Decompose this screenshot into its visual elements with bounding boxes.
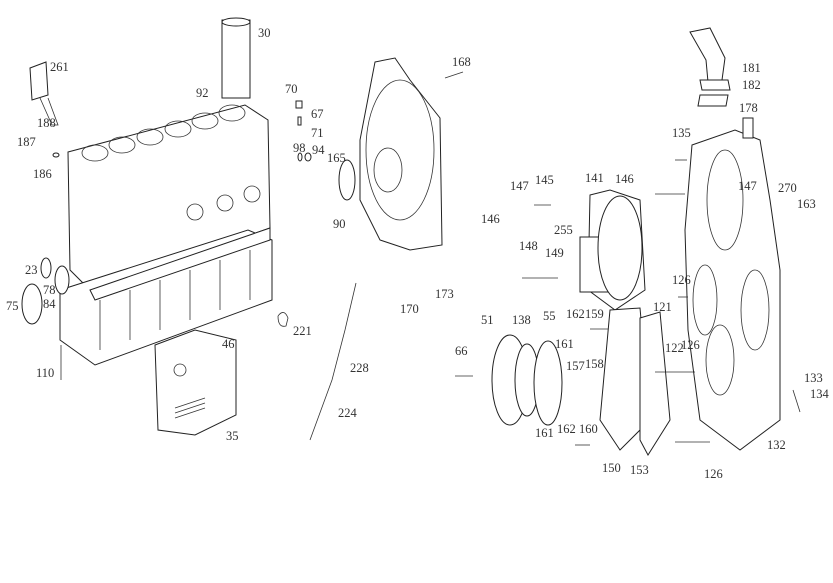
bolt-71 (297, 116, 302, 126)
part-label-135: 135 (672, 126, 691, 140)
part-label-55: 55 (543, 309, 556, 323)
part-label-147: 147 (738, 179, 757, 193)
part-label-147: 147 (510, 179, 529, 193)
part-label-146: 146 (615, 172, 634, 186)
part-label-161: 161 (555, 337, 574, 351)
ring-78 (54, 265, 70, 295)
part-label-261: 261 (50, 60, 69, 74)
part-label-67: 67 (311, 107, 324, 121)
gasket-153 (639, 311, 671, 456)
gear-housing (684, 117, 781, 451)
part-label-35: 35 (226, 429, 239, 443)
cover-plate-150 (599, 307, 651, 451)
part-label-148: 148 (519, 239, 538, 253)
dipstick (309, 282, 357, 441)
part-label-160: 160 (579, 422, 598, 436)
part-label-224: 224 (338, 406, 358, 420)
part-label-46: 46 (222, 337, 235, 351)
oil-seal-90 (338, 159, 356, 201)
part-label-188: 188 (37, 116, 56, 130)
elbow-221 (277, 312, 289, 327)
part-label-162: 162 (557, 422, 576, 436)
seal-ring-75 (21, 283, 43, 325)
part-label-75: 75 (6, 299, 19, 313)
part-label-149: 149 (545, 246, 564, 260)
part-label-78: 78 (43, 283, 56, 297)
part-label-84: 84 (43, 297, 56, 311)
part-label-168: 168 (452, 55, 471, 69)
part-label-187: 187 (17, 135, 36, 149)
part-label-159: 159 (585, 307, 604, 321)
thermostat-housing (689, 27, 731, 107)
part-label-92: 92 (196, 86, 209, 100)
part-label-145: 145 (535, 173, 554, 187)
part-label-186: 186 (33, 167, 52, 181)
plug-94 (304, 152, 312, 162)
oil-cooler-pipe (29, 61, 59, 126)
oil-pan (154, 329, 237, 436)
part-label-255: 255 (554, 223, 573, 237)
plug-67 (295, 100, 303, 109)
cylinder-liner (221, 17, 251, 99)
bushing-23 (40, 257, 52, 279)
gasket-141 (597, 195, 643, 301)
oring-186 (52, 152, 60, 158)
part-label-162: 162 (566, 307, 585, 321)
part-label-51: 51 (481, 313, 494, 327)
part-label-126: 126 (704, 467, 723, 481)
part-label-122: 122 (665, 341, 684, 355)
part-label-270: 270 (778, 181, 797, 195)
part-label-98: 98 (293, 141, 306, 155)
part-label-132: 132 (767, 438, 786, 452)
fasteners (455, 159, 801, 446)
part-label-150: 150 (602, 461, 621, 475)
part-label-228: 228 (350, 361, 369, 375)
engine-block (59, 104, 273, 366)
part-label-170: 170 (400, 302, 419, 316)
part-label-90: 90 (333, 217, 346, 231)
part-label-146: 146 (481, 212, 500, 226)
part-label-66: 66 (455, 344, 468, 358)
part-label-126: 126 (681, 338, 700, 352)
flywheel-housing (359, 57, 443, 251)
part-label-158: 158 (585, 357, 604, 371)
part-label-30: 30 (258, 26, 271, 40)
part-label-165: 165 (327, 151, 346, 165)
part-label-71: 71 (311, 126, 324, 140)
part-label-153: 153 (630, 463, 649, 477)
part-label-163: 163 (797, 197, 816, 211)
part-label-110: 110 (36, 366, 54, 380)
part-label-133: 133 (804, 371, 823, 385)
part-label-121: 121 (653, 300, 672, 314)
bolt-168 (444, 71, 464, 79)
part-label-181: 181 (742, 61, 761, 75)
part-label-23: 23 (25, 263, 38, 277)
gasket-55 (533, 340, 563, 426)
part-label-134: 134 (810, 387, 830, 401)
part-label-157: 157 (566, 359, 585, 373)
part-label-178: 178 (739, 101, 758, 115)
part-label-182: 182 (742, 78, 761, 92)
part-label-70: 70 (285, 82, 298, 96)
part-label-221: 221 (293, 324, 312, 338)
part-label-141: 141 (585, 171, 604, 185)
part-label-173: 173 (435, 287, 454, 301)
washer-98 (297, 152, 303, 162)
part-label-161: 161 (535, 426, 554, 440)
part-label-126: 126 (672, 273, 691, 287)
part-label-94: 94 (312, 143, 325, 157)
part-label-138: 138 (512, 313, 531, 327)
